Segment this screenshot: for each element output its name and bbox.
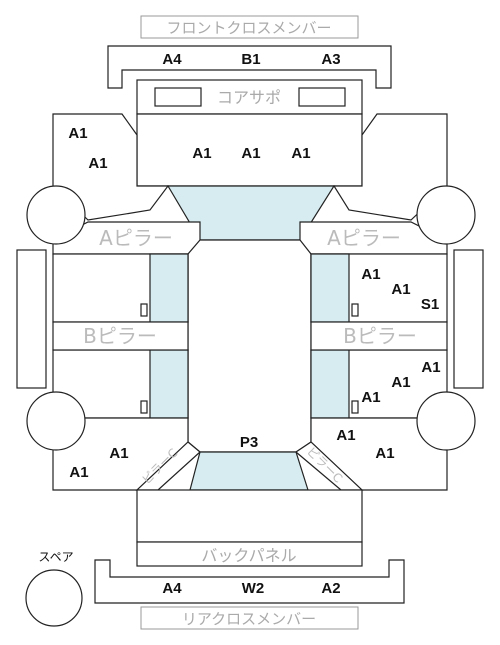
code-right-front-door-1: A1 [361, 266, 380, 283]
rear-cross-member-label: リアクロスメンバー [182, 610, 316, 628]
code-rear-right-2: A1 [375, 445, 394, 462]
b-pillar-right-label: Bピラー [343, 324, 417, 348]
code-right-front-door-3: S1 [421, 296, 439, 313]
left-rear-window [149, 349, 189, 419]
right-front-window [310, 253, 350, 323]
code-rear-left-1: A1 [109, 445, 128, 462]
code-right-front-door-2: A1 [391, 281, 410, 298]
back-panel-label: バックパネル [201, 546, 296, 565]
left-front-window [149, 253, 189, 323]
front-cross-member-box [140, 15, 359, 39]
rear-cross-member-box [140, 606, 359, 630]
right-front-door-handle [351, 303, 359, 317]
front-bumper-outline [107, 45, 392, 89]
wheel-rear-right [416, 391, 476, 451]
code-rear-right-1: A1 [336, 427, 355, 444]
a-pillar-left-label: Aピラー [99, 226, 173, 250]
spare-label: スペア [38, 550, 73, 564]
code-front-member-left: A4 [162, 51, 182, 68]
code-front-member-center: B1 [241, 51, 260, 68]
code-right-rear-door-2: A1 [391, 374, 410, 391]
code-right-rear-door-1: A1 [421, 359, 440, 376]
code-hood-2: A1 [241, 145, 260, 162]
rear-window [189, 451, 309, 491]
code-rear-member-right: A2 [321, 580, 340, 597]
code-hood-3: A1 [291, 145, 310, 162]
b-pillar-right [310, 321, 448, 351]
headlight-right [298, 87, 346, 107]
code-roof-rear: P3 [240, 434, 258, 451]
right-rear-window [310, 349, 350, 419]
left-side-sill [16, 249, 47, 389]
headlight-left [154, 87, 202, 107]
spare-tire [25, 569, 83, 627]
right-rear-door-handle [351, 400, 359, 414]
code-front-left-2: A1 [88, 155, 107, 172]
b-pillar-left [52, 321, 189, 351]
wheel-front-left [26, 185, 86, 245]
left-rear-door-handle [140, 400, 148, 414]
back-panel-box [136, 541, 363, 567]
code-rear-left-2: A1 [69, 464, 88, 481]
b-pillar-left-label: Bピラー [83, 324, 157, 348]
right-side-sill [453, 249, 484, 389]
code-front-left-1: A1 [68, 125, 87, 142]
code-rear-member-left: A4 [162, 580, 182, 597]
roof-panel [187, 239, 312, 453]
wheel-front-right [416, 185, 476, 245]
code-hood-1: A1 [192, 145, 211, 162]
front-cross-member-label: フロントクロスメンバー [166, 19, 331, 37]
code-rear-member-center: W2 [242, 580, 265, 597]
code-right-rear-door-3: A1 [361, 389, 380, 406]
core-support-label: コアサポ [217, 88, 281, 107]
a-pillar-right-label: Aピラー [327, 226, 401, 250]
rear-bumper-outline [94, 559, 405, 604]
wheel-rear-left [26, 391, 86, 451]
trunk-lid [136, 489, 363, 543]
code-front-member-right: A3 [321, 51, 340, 68]
left-front-door-handle [140, 303, 148, 317]
